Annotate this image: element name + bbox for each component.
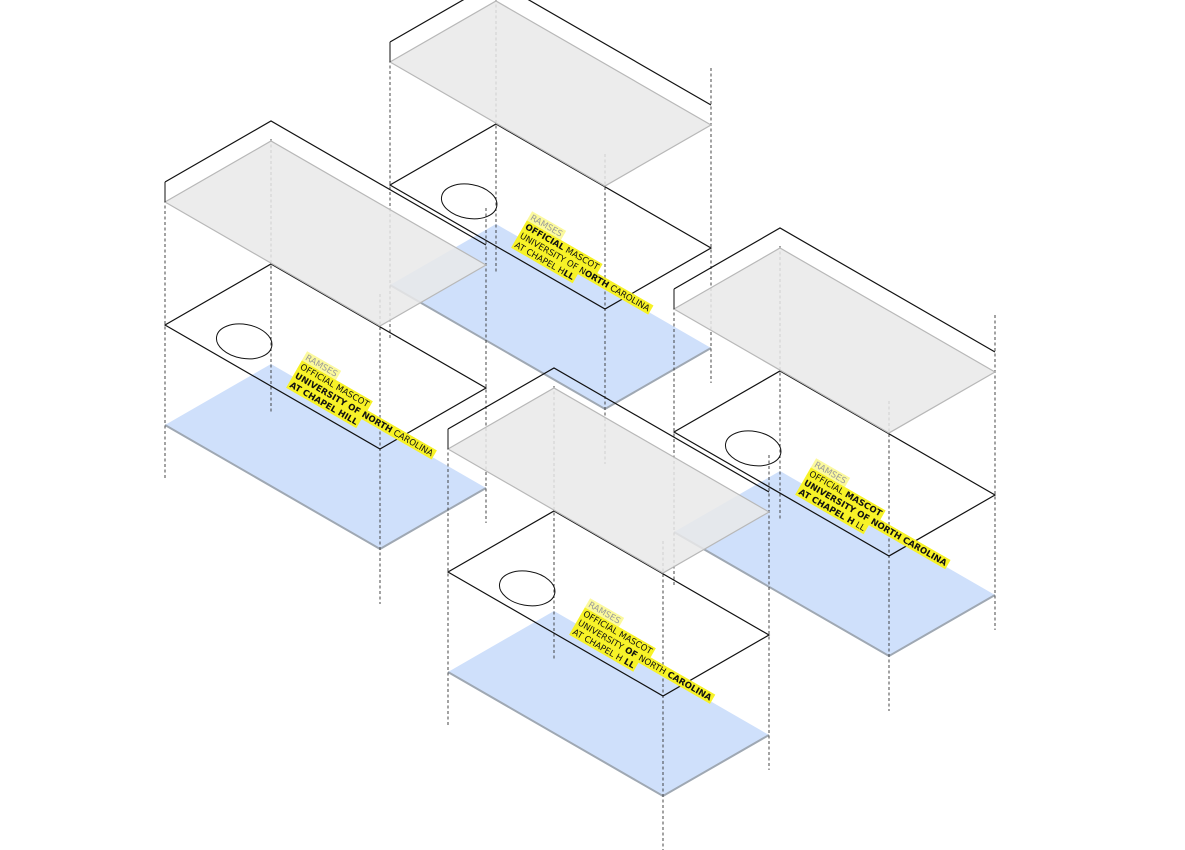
lanyard-hole: [215, 323, 273, 360]
text-highlight: [569, 625, 639, 672]
top-frame-edge: [447, 367, 770, 493]
base-plate: [448, 611, 769, 796]
text-highlight: [286, 378, 362, 429]
text-highlight: [511, 238, 578, 284]
text-highlight: [516, 229, 654, 315]
top-frame-edge: [673, 227, 996, 353]
top-frame-edge: [164, 120, 487, 246]
text-highlight: [805, 467, 886, 520]
cover-sheet: [446, 387, 771, 574]
text-highlight: [579, 607, 656, 658]
lanyard-hole: [440, 183, 498, 220]
cover-sheet: [388, 0, 713, 187]
text-highlight: [296, 360, 373, 411]
text-highlight: [291, 369, 437, 460]
lanyard-hole: [498, 570, 556, 607]
text-highlight: [810, 458, 851, 488]
id-card-frame: [163, 263, 488, 450]
cover-sheet: [672, 247, 997, 434]
id-card-frame: [388, 123, 713, 310]
text-highlight: [574, 616, 716, 704]
text-highlight: [301, 351, 342, 381]
text-highlight: [584, 598, 625, 628]
id-card-frame: [672, 370, 997, 557]
card-text-segment: LL: [561, 269, 576, 283]
text-highlight: [521, 220, 603, 274]
text-highlight: [526, 211, 567, 241]
id-card-frame: [446, 510, 771, 697]
base-plate: [165, 364, 486, 549]
cover-sheet: [163, 140, 488, 327]
top-frame-edge: [389, 0, 712, 106]
lanyard-hole: [724, 430, 782, 467]
text-highlight: [795, 485, 869, 535]
text-highlight: [800, 476, 951, 570]
